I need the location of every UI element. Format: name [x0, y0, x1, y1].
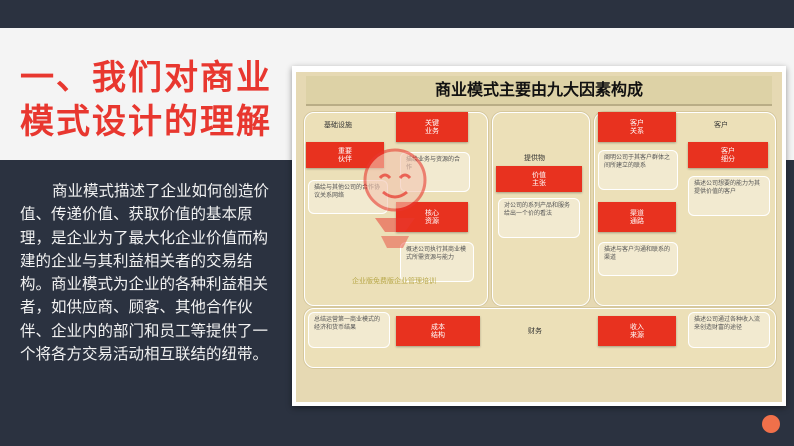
diagram-canvas: 商业模式主要由九大因素构成 基础设施 提供物 客户 财务 重要 伙伴 关键 业务… [296, 72, 782, 402]
top-band [0, 0, 794, 28]
slide-title: 一、我们对商业 模式设计的理解 [20, 56, 280, 144]
watermark-logo [363, 148, 427, 248]
customer-relationships-box: 客户 关系 [598, 112, 676, 142]
value-proposition-box: 价值 主张 [496, 166, 582, 192]
customer-relationships-desc: 阐明公司于其客户群体之间所建立的联系 [598, 150, 678, 190]
group-label-finance: 财务 [528, 327, 542, 335]
customer-segments-desc: 描述公司想要的能力为其提供价值的客户 [688, 176, 770, 216]
customer-segments-box: 客户 细分 [688, 142, 768, 168]
slide-title-line2: 模式设计的理解 [20, 102, 272, 142]
revenue-streams-box: 收入 来源 [598, 316, 676, 346]
group-label-infrastructure: 基础设施 [324, 121, 352, 129]
slide-indicator-dot [762, 415, 780, 433]
channels-desc: 描述与客户沟通和联系的渠道 [598, 242, 678, 276]
diagram-image: 商业模式主要由九大因素构成 基础设施 提供物 客户 财务 重要 伙伴 关键 业务… [292, 66, 786, 406]
cost-structure-box: 成本 结构 [396, 316, 480, 346]
group-label-customer: 客户 [714, 121, 728, 129]
watermark-text: 企业版免费版企业管理培训 [352, 277, 436, 285]
value-proposition-desc: 对公司的系列产品和服务给出一个价的看法 [498, 198, 580, 238]
revenue-streams-desc: 描述公司通过各种收入流来创造财富的途径 [688, 312, 770, 348]
slide-body-text: 商业模式描述了企业如何创造价值、传递价值、获取价值的基本原理，是企业为了最大化企… [20, 182, 270, 364]
channels-box: 渠道 通路 [598, 202, 676, 232]
slide-title-line1: 一、我们对商业 [20, 58, 272, 98]
key-activities-box: 关键 业务 [396, 112, 468, 142]
diagram-title: 商业模式主要由九大因素构成 [306, 76, 772, 106]
group-label-offering: 提供物 [524, 154, 545, 162]
cost-structure-desc: 总结运营第一商业模式的经济和货币结果 [308, 312, 390, 348]
key-resources-desc: 概述公司执行其商业模式所需资源与能力 [400, 242, 474, 282]
